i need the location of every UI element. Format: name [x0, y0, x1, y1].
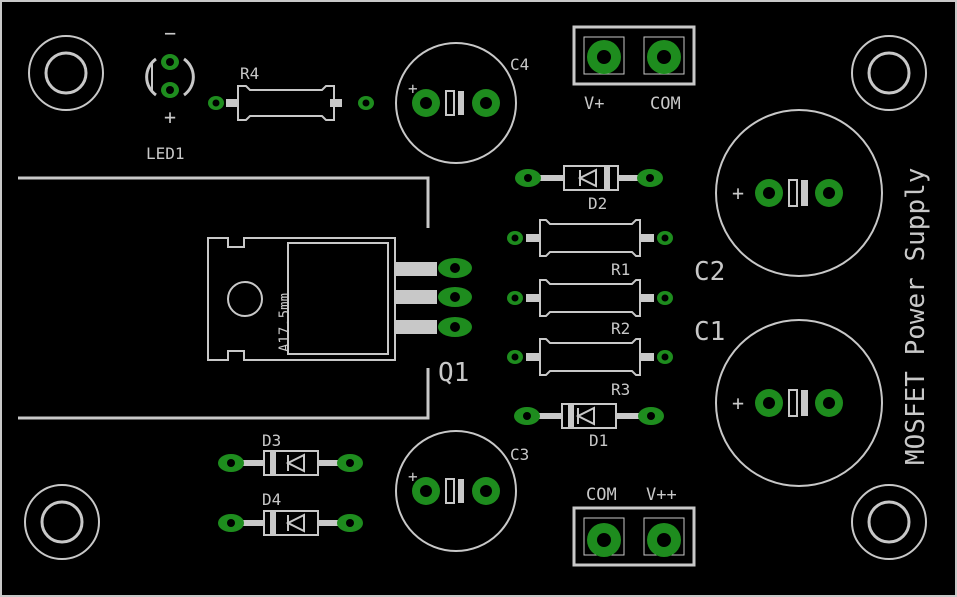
- top-connector-left-label: V+: [584, 94, 604, 114]
- bottom-connector-right-label: V++: [646, 485, 677, 505]
- q1-label: Q1: [438, 358, 469, 388]
- bottom-connector-footprint: [572, 506, 696, 567]
- d1-label: D1: [589, 431, 608, 450]
- c2-footprint: [715, 109, 883, 277]
- c1-footprint: [715, 319, 883, 487]
- mounting-hole-top-left: [28, 35, 104, 111]
- led1-footprint: [145, 54, 195, 98]
- d1-footprint: [514, 403, 664, 429]
- heatsink-outline-top: [18, 176, 430, 228]
- c1-label: C1: [694, 317, 725, 347]
- c4-plus-label: +: [408, 79, 418, 98]
- mounting-hole-bottom-left: [24, 484, 100, 560]
- c4-footprint: [395, 42, 517, 164]
- d3-footprint: [218, 450, 363, 476]
- r3-label: R3: [611, 380, 630, 399]
- bottom-connector-left-label: COM: [586, 485, 617, 505]
- c3-footprint: [395, 430, 517, 552]
- led1-minus-label: −: [164, 21, 176, 45]
- c3-plus-label: +: [408, 467, 418, 486]
- heatsink-outline-bottom: [18, 368, 430, 420]
- d4-label: D4: [262, 490, 281, 509]
- c4-label: C4: [510, 55, 529, 74]
- d3-label: D3: [262, 431, 281, 450]
- d2-label: D2: [588, 194, 607, 213]
- r2-label: R2: [611, 319, 630, 338]
- r2-footprint: [507, 279, 673, 317]
- r1-label: R1: [611, 260, 630, 279]
- q1-footprint: [207, 237, 472, 361]
- c2-plus-label: +: [732, 181, 744, 205]
- q1-package-label: A17.5mm: [277, 293, 293, 352]
- d2-footprint: [515, 165, 663, 191]
- r4-footprint: [208, 85, 374, 121]
- c2-label: C2: [694, 257, 725, 287]
- r3-footprint: [507, 338, 673, 376]
- r1-footprint: [507, 219, 673, 257]
- top-connector-right-label: COM: [650, 94, 681, 114]
- c3-label: C3: [510, 445, 529, 464]
- led1-plus-label: +: [164, 105, 176, 129]
- d4-footprint: [218, 510, 363, 536]
- board-title: MOSFET Power Supply: [901, 168, 931, 465]
- led1-label: LED1: [146, 144, 185, 163]
- mounting-hole-bottom-right: [851, 484, 927, 560]
- mounting-hole-top-right: [851, 35, 927, 111]
- c1-plus-label: +: [732, 391, 744, 415]
- r4-label: R4: [240, 64, 259, 83]
- top-connector-footprint: [572, 25, 696, 86]
